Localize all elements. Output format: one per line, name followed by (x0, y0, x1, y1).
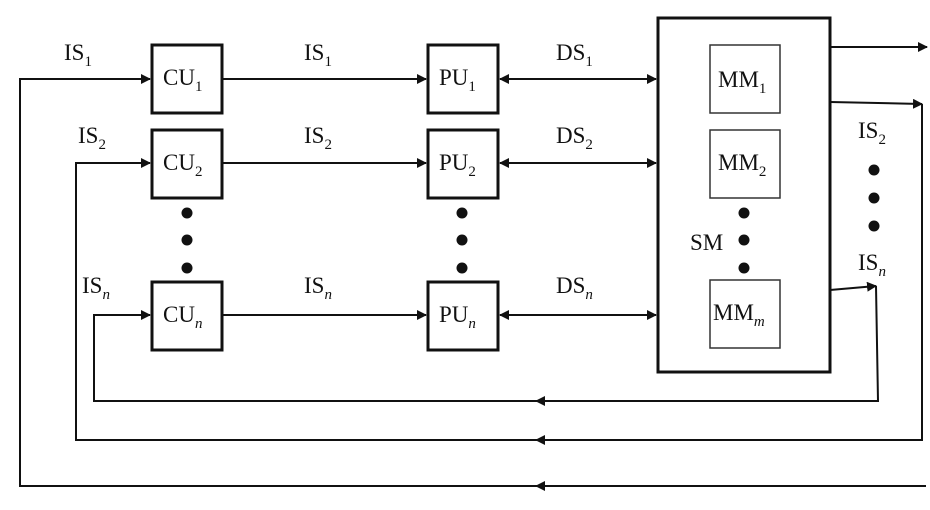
label-ds2: DS2 (556, 123, 593, 153)
svg-text:MM2: MM2 (718, 150, 766, 180)
shared-memory-box (656, 16, 832, 374)
processing-unit-n: PUn (426, 280, 500, 352)
label-is1-input: IS1 (64, 40, 92, 70)
memory-ellipsis-dots (738, 207, 750, 274)
label-isn-right: ISn (858, 250, 886, 280)
svg-text:CUn: CUn (163, 302, 202, 332)
feedback-loop-is1 (19, 42, 928, 491)
svg-text:PUn: PUn (439, 302, 476, 332)
shared-memory-label: SM (690, 230, 723, 255)
memory-module-m: MMm (709, 279, 781, 349)
label-is1-mid: IS1 (304, 40, 332, 70)
svg-text:PU2: PU2 (439, 150, 476, 180)
label-is2-input: IS2 (78, 123, 106, 153)
memory-module-1: MM1 (709, 44, 781, 114)
label-dsn: DSn (556, 273, 593, 303)
control-unit-2: CU2 (150, 128, 224, 200)
label-is2-right: IS2 (858, 118, 886, 148)
svg-text:MMm: MMm (713, 300, 765, 330)
svg-text:CU1: CU1 (163, 65, 202, 95)
svg-text:PU1: PU1 (439, 65, 476, 95)
processing-unit-2: PU2 (426, 128, 500, 200)
feedback-loop-isn (93, 281, 880, 406)
svg-text:CU2: CU2 (163, 150, 202, 180)
label-is2-mid: IS2 (304, 123, 332, 153)
right-stream-ellipsis-dots (868, 164, 880, 232)
control-unit-n: CUn (150, 280, 224, 352)
control-unit-ellipsis-dots (181, 207, 193, 274)
label-isn-input: ISn (82, 273, 110, 303)
label-ds1: DS1 (556, 40, 593, 70)
processing-unit-1: PU1 (426, 43, 500, 115)
label-isn-mid: ISn (304, 273, 332, 303)
processing-unit-ellipsis-dots (456, 207, 468, 274)
feedback-loop-is2 (75, 98, 923, 445)
control-unit-1: CU1 (150, 43, 224, 115)
memory-module-2: MM2 (709, 129, 781, 199)
svg-text:MM1: MM1 (718, 67, 766, 97)
